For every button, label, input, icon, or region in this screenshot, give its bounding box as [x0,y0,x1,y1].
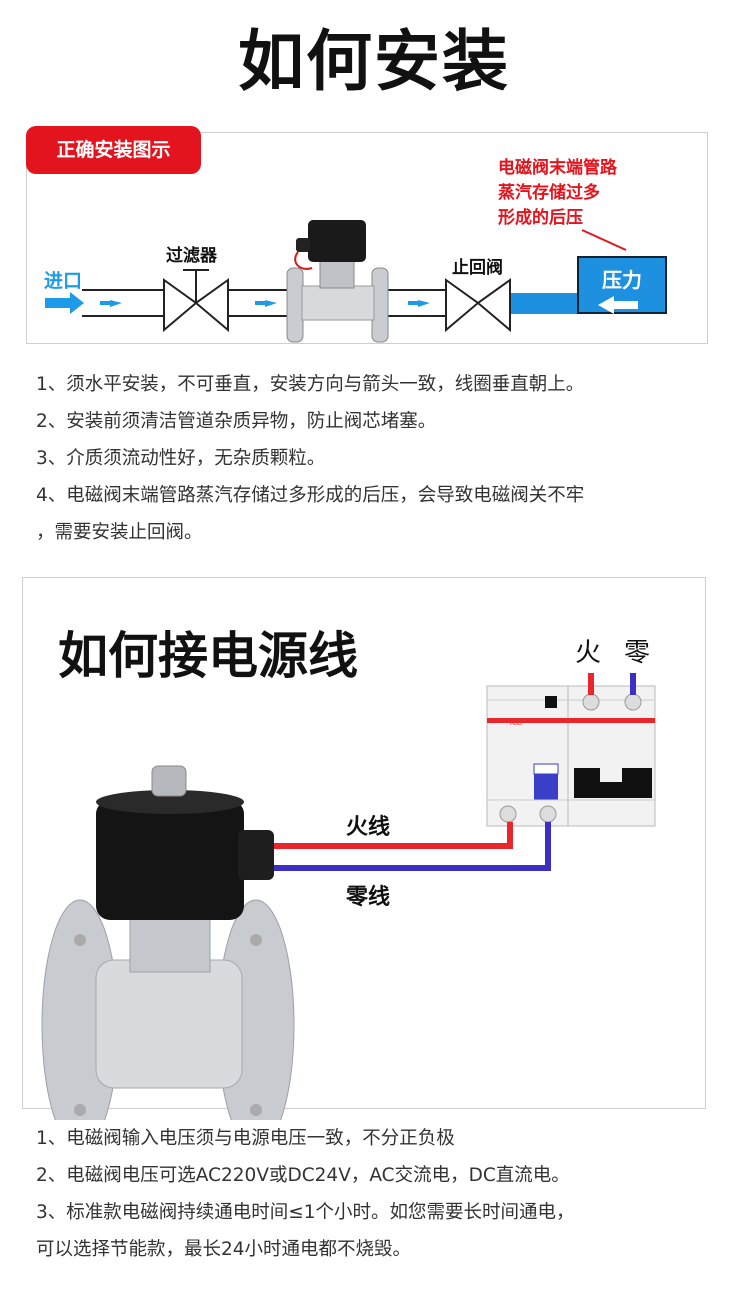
live-wire-label: 火线 [346,815,391,840]
backpressure-note-line: 蒸汽存储过多 [498,183,600,203]
install-note-item: 3、介质须流动性好，无杂质颗粒。 [36,448,326,469]
wiring-note-item: 可以选择节能款，最长24小时通电都不烧毁。 [36,1239,412,1260]
wiring-diagram: ABB [41,673,656,1120]
backpressure-note-line: 形成的后压 [498,208,583,228]
wiring-title: 如何接电源线 [58,627,358,685]
page-title: 如何安装 [238,23,510,100]
backpressure-note-line: 电磁阀末端管路 [498,158,617,178]
inlet-label: 进口 [44,270,83,292]
install-note-item: 2、安装前须清洁管道杂质异物，防止阀芯堵塞。 [36,411,437,432]
install-note-item: 4、电磁阀末端管路蒸汽存储过多形成的后压，会导致电磁阀关不牢 [36,485,585,506]
install-note-item: ，需要安装止回阀。 [36,522,203,543]
filter-label: 过滤器 [166,246,217,266]
backpressure-pipe [510,293,580,314]
live-top-wire [588,673,594,695]
install-note-item: 1、须水平安装，不可垂直，安装方向与箭头一致，线圈垂直朝上。 [36,374,585,395]
correct-install-badge: 正确安装图示 [26,126,201,174]
neutral-wire-label: 零线 [346,885,391,910]
wiring-note-item: 2、电磁阀电压可选AC220V或DC24V，AC交流电，DC直流电。 [36,1165,570,1186]
wiring-notes: 1、电磁阀输入电压须与电源电压一致，不分正负极 2、电磁阀电压可选AC220V或… [36,1120,575,1268]
pipe-lines [82,289,448,317]
neutral-top-label: 零 [624,638,651,668]
check-valve-icon [445,278,511,333]
breaker-brand-text: ABB [510,721,522,727]
wiring-note-item: 1、电磁阀输入电压须与电源电压一致，不分正负极 [36,1128,455,1149]
solenoid-valve-small-icon [286,220,389,343]
live-wire [268,822,513,849]
filter-valve-icon [163,269,229,333]
check-valve-label: 止回阀 [452,258,503,278]
wiring-note-item: 3、标准款电磁阀持续通电时间≤1个小时。如您需要长时间通电， [36,1202,575,1223]
backpressure-note: 电磁阀末端管路 蒸汽存储过多 形成的后压 [498,156,617,231]
live-top-label: 火 [575,638,602,668]
pressure-arrow-overlay-icon [598,296,638,314]
flow-arrow-icon [100,300,430,307]
solenoid-valve-icon [41,765,295,1120]
install-notes: 1、须水平安装，不可垂直，安装方向与箭头一致，线圈垂直朝上。 2、安装前须清洁管… [36,366,584,551]
pressure-label: 压力 [602,268,642,292]
neutral-wire [268,822,551,871]
note-pointer-line [581,229,627,251]
circuit-breaker-icon [486,685,656,827]
inlet-arrow-icon [45,292,84,314]
neutral-top-wire [630,673,636,695]
